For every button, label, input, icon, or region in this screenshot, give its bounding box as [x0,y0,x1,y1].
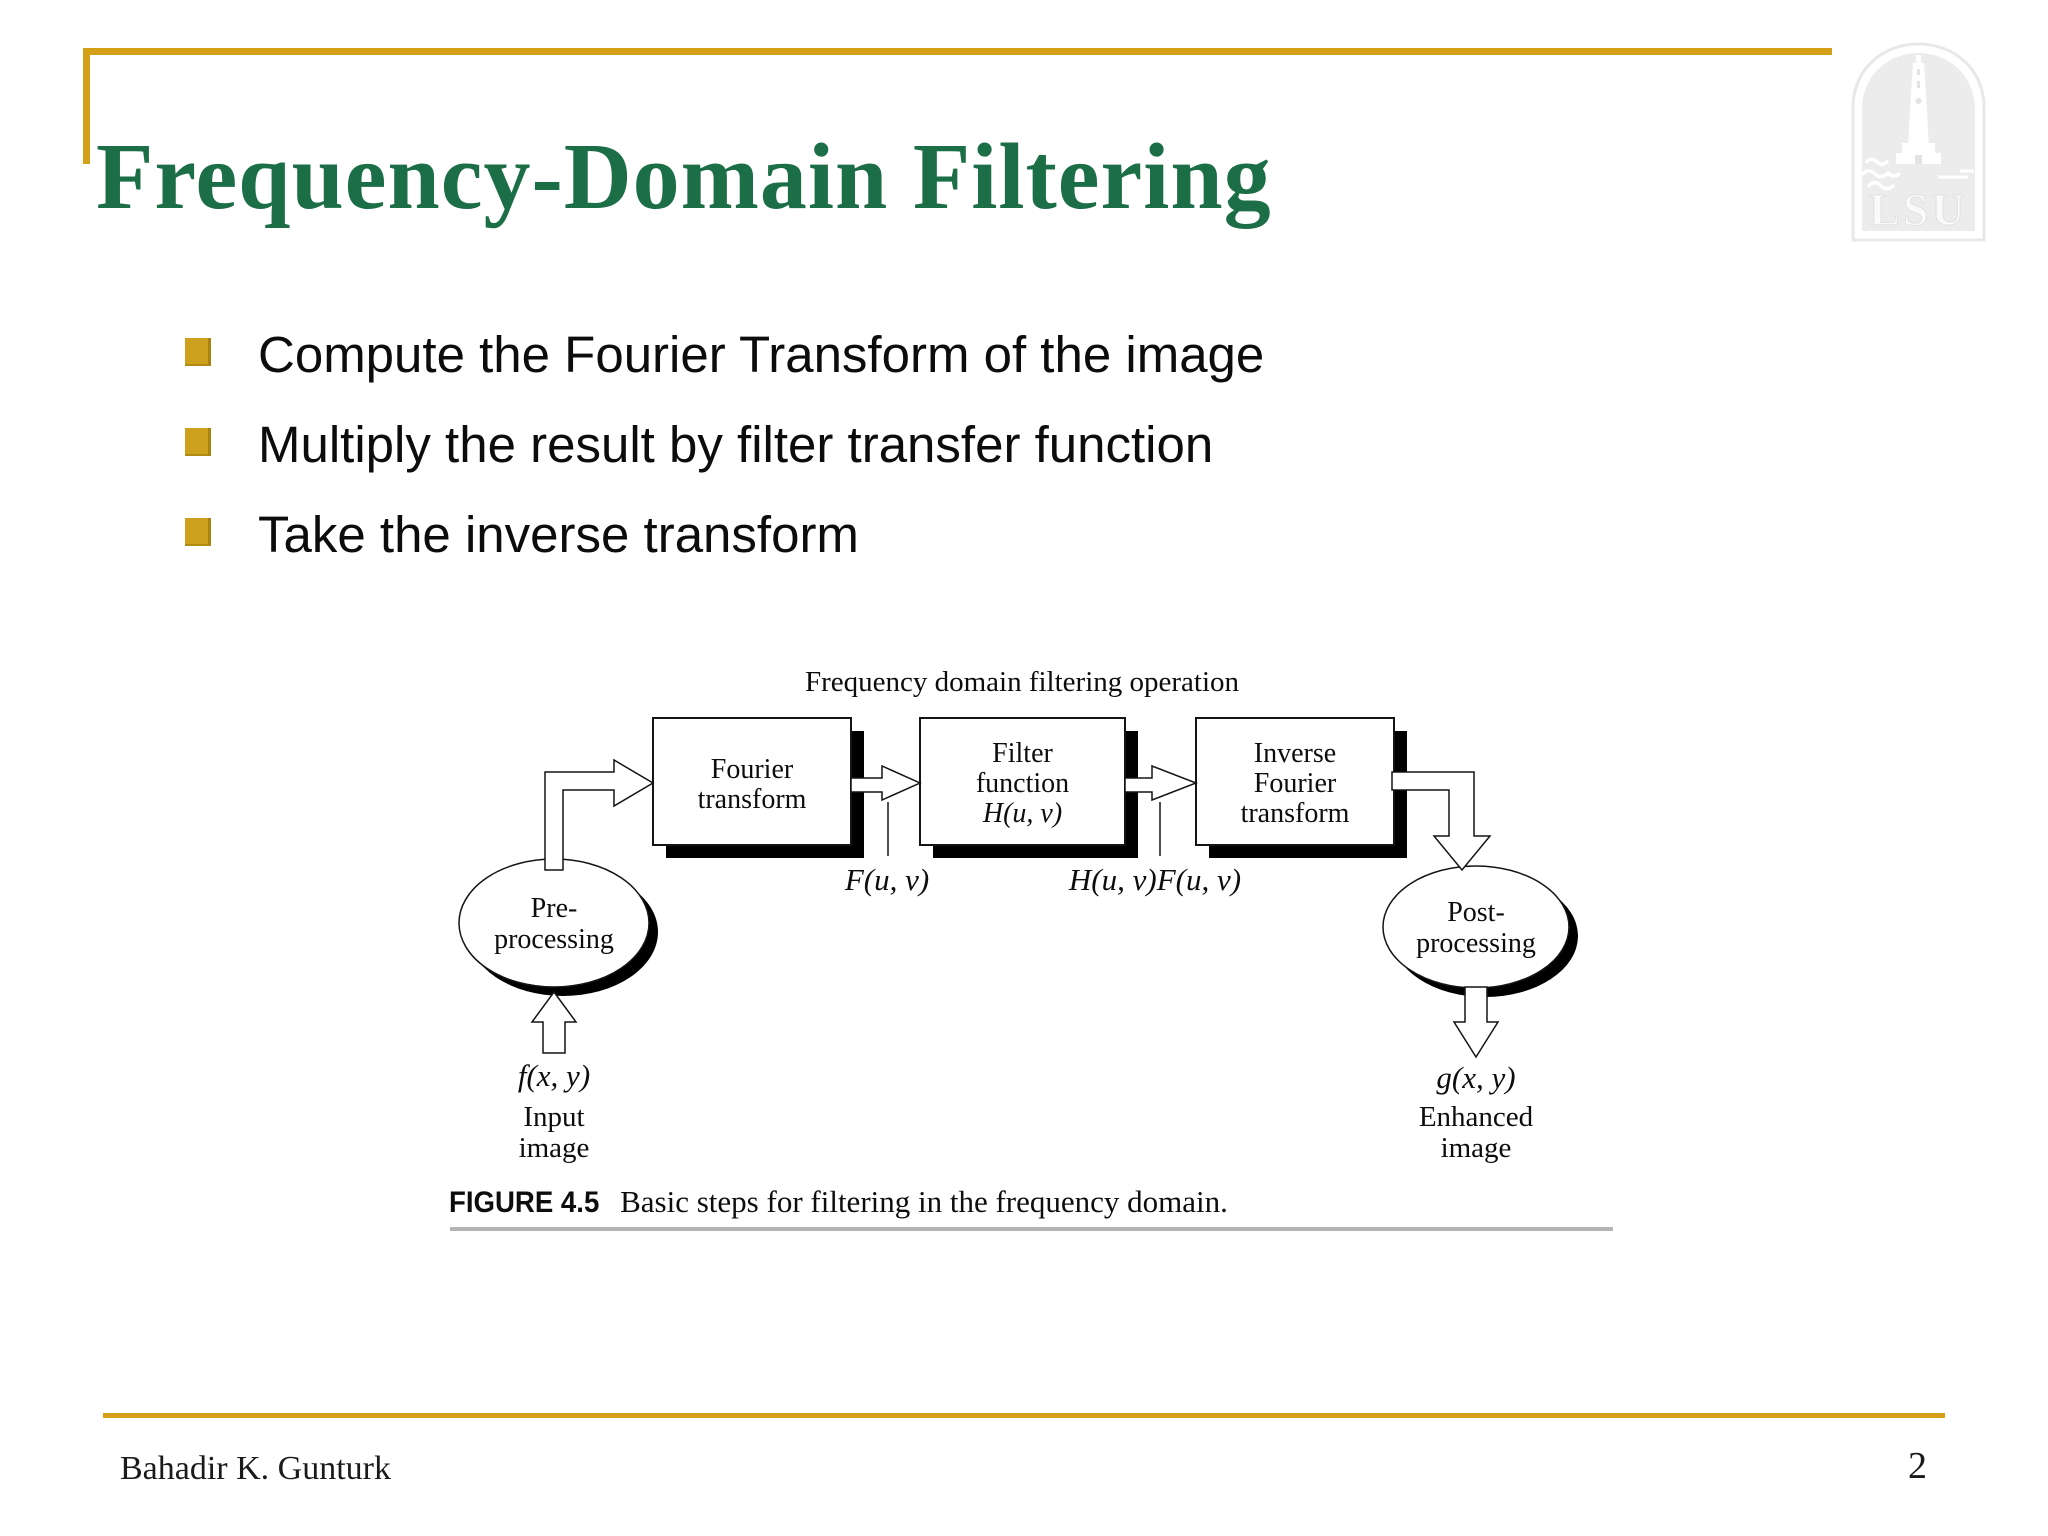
footer-accent-line [103,1413,1945,1418]
list-item: Multiply the result by filter transfer f… [185,415,1264,505]
enhanced-image-label: Enhanced image [1418,1101,1534,1164]
campanile-tower-icon [1896,55,1941,164]
filter-function-label: Filter function H(u, v) [975,738,1070,829]
input-elbow-arrow-icon [544,758,655,871]
input-math-label: f(x, y) [517,1058,591,1093]
output-elbow-arrow-icon [1391,771,1492,872]
lsu-logo: LSU [1848,39,1989,244]
figure-4-5: Frequency domain filtering operation Fou… [424,650,1664,1250]
input-image-label: Input image [518,1101,590,1164]
output-math-label: g(x, y) [1436,1060,1516,1095]
right-arrow-icon [850,764,922,802]
bullet-square-icon [185,338,211,366]
bullet-text: Take the inverse transform [258,506,859,563]
bullet-list: Compute the Fourier Transform of the ima… [185,325,1264,595]
figure-caption: FIGURE 4.5 Basic steps for filtering in … [449,1184,1549,1220]
figure-operation-label: Frequency domain filtering operation [804,666,1240,698]
down-arrow-icon [1452,986,1500,1059]
bullet-text: Compute the Fourier Transform of the ima… [258,326,1265,383]
figure-caption-label: FIGURE 4.5 [449,1186,600,1219]
water-waves-icon [1860,157,1974,191]
top-accent-line [85,48,1832,55]
up-arrow-icon [530,990,578,1054]
preprocessing-label: Pre- processing [494,893,614,955]
figure-caption-text: Basic steps for filtering in the frequen… [620,1184,1228,1219]
inverse-fourier-label: Inverse Fourier transform [1240,738,1350,829]
signal-label-huv-fuv: H(u, v)F(u, v) [1068,862,1242,897]
page-title: Frequency-Domain Filtering [96,124,1272,229]
list-item: Take the inverse transform [185,505,1264,595]
right-arrow-icon [1124,764,1199,802]
footer-author: Bahadir K. Gunturk [120,1450,392,1487]
bullet-text: Multiply the result by filter transfer f… [258,416,1214,473]
left-accent-line [83,48,90,164]
signal-label-fuv: F(u, v) [844,862,930,897]
bullet-square-icon [185,428,211,456]
page-number: 2 [1908,1445,1927,1487]
logo-text: LSU [1869,184,1967,235]
postprocessing-label: Post- processing [1416,897,1536,959]
inverse-fourier-box [1195,717,1395,846]
caption-divider-line [450,1227,1613,1231]
bullet-square-icon [185,518,211,546]
list-item: Compute the Fourier Transform of the ima… [185,325,1264,415]
fourier-transform-label: Fourier transform [697,754,807,815]
